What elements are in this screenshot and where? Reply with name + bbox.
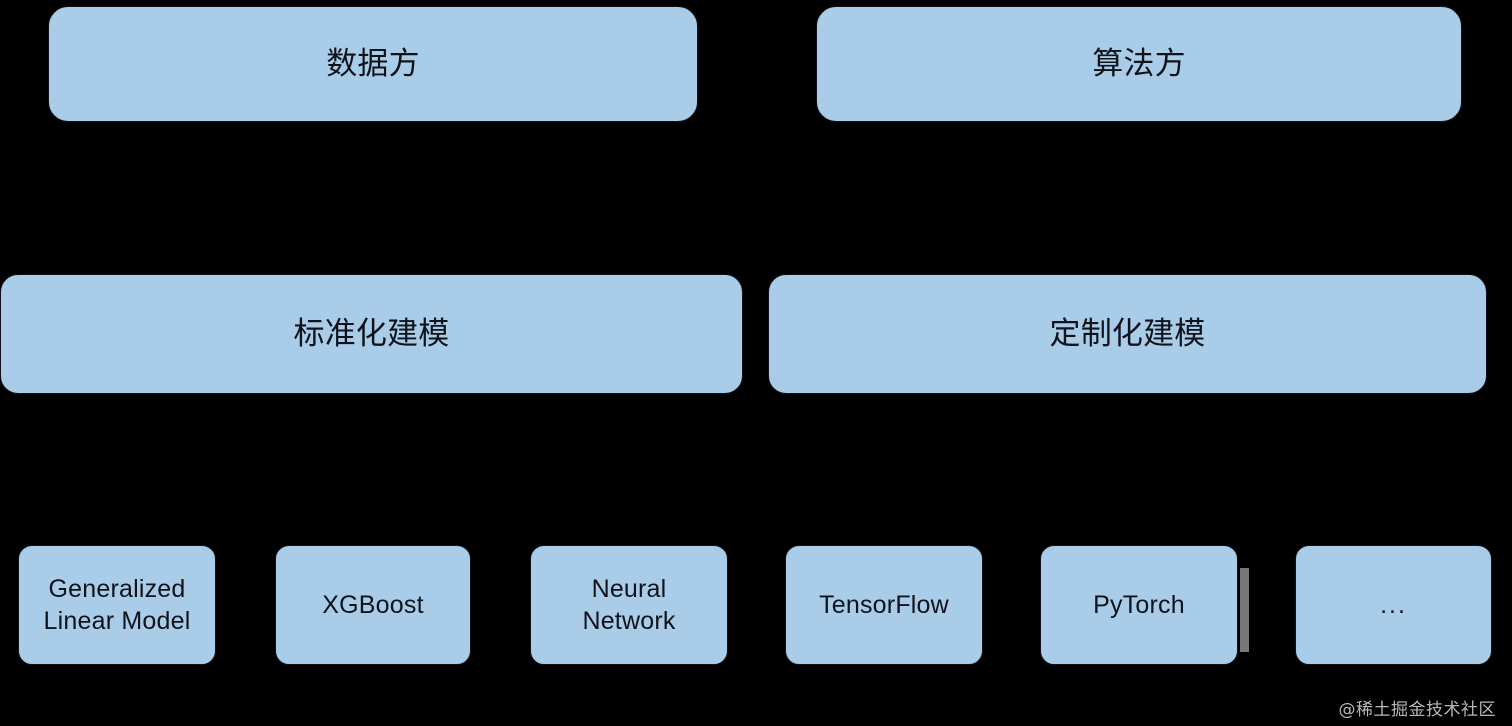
node-pytorch[interactable]: PyTorch <box>1040 545 1238 665</box>
watermark-label: @稀土掘金技术社区 <box>1338 700 1496 720</box>
pytorch-shadow-artifact <box>1240 568 1249 652</box>
node-xgboost[interactable]: XGBoost <box>275 545 471 665</box>
node-standardized-modeling[interactable]: 标准化建模 <box>0 274 743 394</box>
node-algorithm-party[interactable]: 算法方 <box>816 6 1462 122</box>
node-neural-network[interactable]: Neural Network <box>530 545 728 665</box>
node-data-party[interactable]: 数据方 <box>48 6 698 122</box>
node-customized-modeling[interactable]: 定制化建模 <box>768 274 1487 394</box>
node-more-ellipsis[interactable]: ... <box>1295 545 1492 665</box>
node-generalized-linear-model[interactable]: Generalized Linear Model <box>18 545 216 665</box>
node-tensorflow[interactable]: TensorFlow <box>785 545 983 665</box>
